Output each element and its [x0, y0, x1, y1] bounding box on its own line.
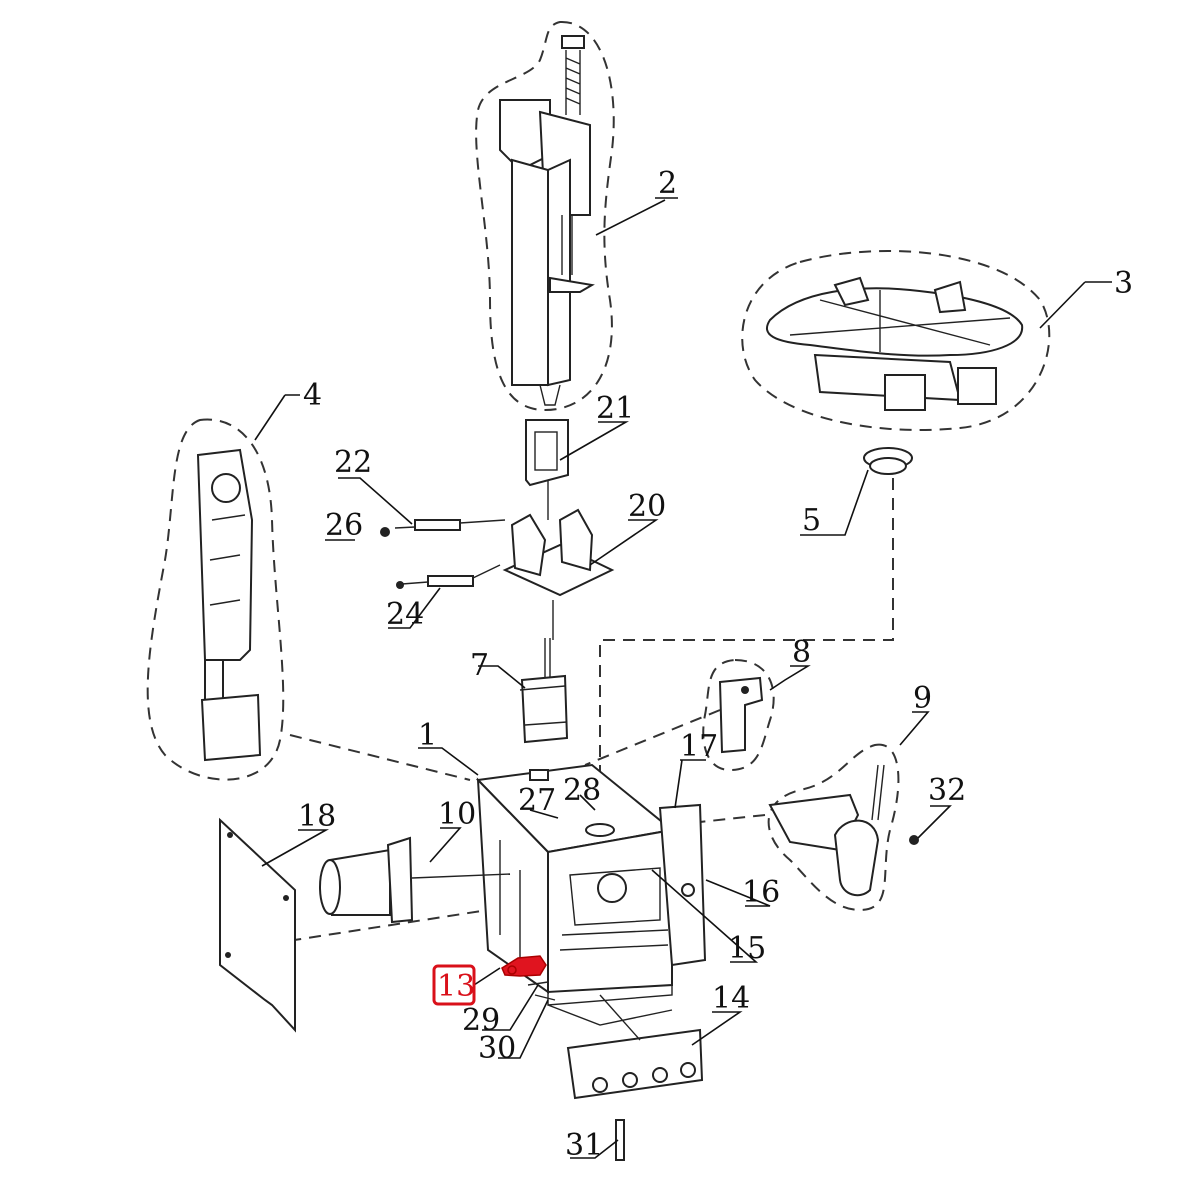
callout-28[interactable]: 28 — [563, 773, 601, 808]
part-26-screw — [380, 527, 390, 537]
callout-32[interactable]: 32 — [928, 773, 966, 808]
part-2-vertical-column — [499, 35, 595, 406]
callout-22[interactable]: 22 — [334, 445, 372, 480]
leader-9 — [899, 711, 930, 746]
callout-26[interactable]: 26 — [325, 508, 363, 543]
callout-29[interactable]: 29 — [462, 1003, 500, 1038]
leader-1 — [418, 747, 479, 776]
callout-5[interactable]: 5 — [802, 503, 821, 538]
leader-13 — [473, 967, 501, 986]
group-outline-8 — [702, 658, 775, 772]
leader-4 — [254, 394, 300, 441]
part-32-nut — [909, 835, 919, 845]
leader-24 — [388, 587, 441, 629]
leader-5 — [800, 469, 869, 536]
leader-21 — [559, 421, 629, 461]
leader-22 — [338, 477, 413, 525]
leader-32 — [917, 805, 952, 839]
callout-13[interactable]: 13 — [437, 969, 475, 1004]
leader-27 — [529, 809, 559, 819]
leader-3 — [1039, 281, 1112, 329]
leader-29 — [482, 984, 539, 1031]
connector-8-to-28 — [584, 709, 721, 766]
leader-20 — [589, 519, 659, 566]
callout-9[interactable]: 9 — [913, 681, 932, 716]
leader-16 — [705, 879, 771, 907]
callout-7[interactable]: 7 — [470, 648, 489, 683]
callout-8[interactable]: 8 — [792, 635, 811, 670]
part-7-cylinder — [519, 638, 569, 744]
callout-27[interactable]: 27 — [518, 783, 556, 818]
part-24-cylinder-pin — [396, 564, 501, 589]
connector-4-to-1 — [289, 734, 471, 781]
part-18-side-cover-panel — [219, 817, 296, 1033]
part-5-bearing — [863, 447, 913, 475]
connector-5-to-28 — [599, 478, 894, 815]
leader-2 — [595, 197, 678, 236]
connector-9-to-16 — [699, 814, 766, 823]
part-29-bolt — [527, 981, 549, 986]
part-13-highlighted-component — [501, 955, 547, 977]
callout-18[interactable]: 18 — [298, 799, 336, 834]
part-8-valve-bracket — [718, 676, 764, 754]
part-4-side-arm — [196, 448, 262, 762]
callout-3[interactable]: 3 — [1114, 266, 1133, 301]
part-22-cylinder-pin — [394, 519, 506, 531]
part-14-valve-block — [566, 994, 704, 1100]
callout-16[interactable]: 16 — [742, 875, 780, 910]
callout-14[interactable]: 14 — [712, 981, 750, 1016]
leader-30 — [498, 999, 549, 1059]
leader-28 — [579, 794, 596, 811]
leader-14 — [691, 1011, 743, 1046]
leader-10 — [429, 827, 462, 863]
leader-8 — [769, 665, 811, 691]
part-20-bracket-base — [502, 480, 615, 640]
part-21-slide-block — [525, 419, 569, 487]
part-9-lever — [768, 764, 885, 897]
callout-15[interactable]: 15 — [728, 931, 766, 966]
part-3-turntable — [765, 276, 1024, 411]
callout-1[interactable]: 1 — [418, 718, 437, 753]
part-10-motor — [319, 836, 511, 924]
group-outline-9 — [767, 743, 900, 912]
callout-24[interactable]: 24 — [386, 597, 424, 632]
part-30-foot — [534, 994, 556, 1001]
callout-30[interactable]: 30 — [478, 1031, 516, 1066]
group-outline-4 — [146, 418, 285, 781]
group-outline-3 — [741, 250, 1051, 431]
callout-2[interactable]: 2 — [658, 166, 677, 201]
leader-18 — [261, 829, 330, 867]
leader-7 — [478, 665, 526, 689]
callout-31[interactable]: 31 — [565, 1128, 603, 1163]
part-31-screw — [615, 1119, 625, 1161]
callout-4[interactable]: 4 — [303, 378, 322, 413]
callout-13-highlight-box — [432, 964, 476, 1006]
part-16-side-panel — [658, 803, 707, 967]
callout-21[interactable]: 21 — [596, 391, 634, 426]
callout-17[interactable]: 17 — [680, 729, 718, 764]
leader-31 — [570, 1139, 619, 1159]
callout-20[interactable]: 20 — [628, 489, 666, 524]
callout-10[interactable]: 10 — [438, 797, 476, 832]
leader-15 — [651, 869, 759, 963]
leader-17 — [674, 759, 706, 809]
